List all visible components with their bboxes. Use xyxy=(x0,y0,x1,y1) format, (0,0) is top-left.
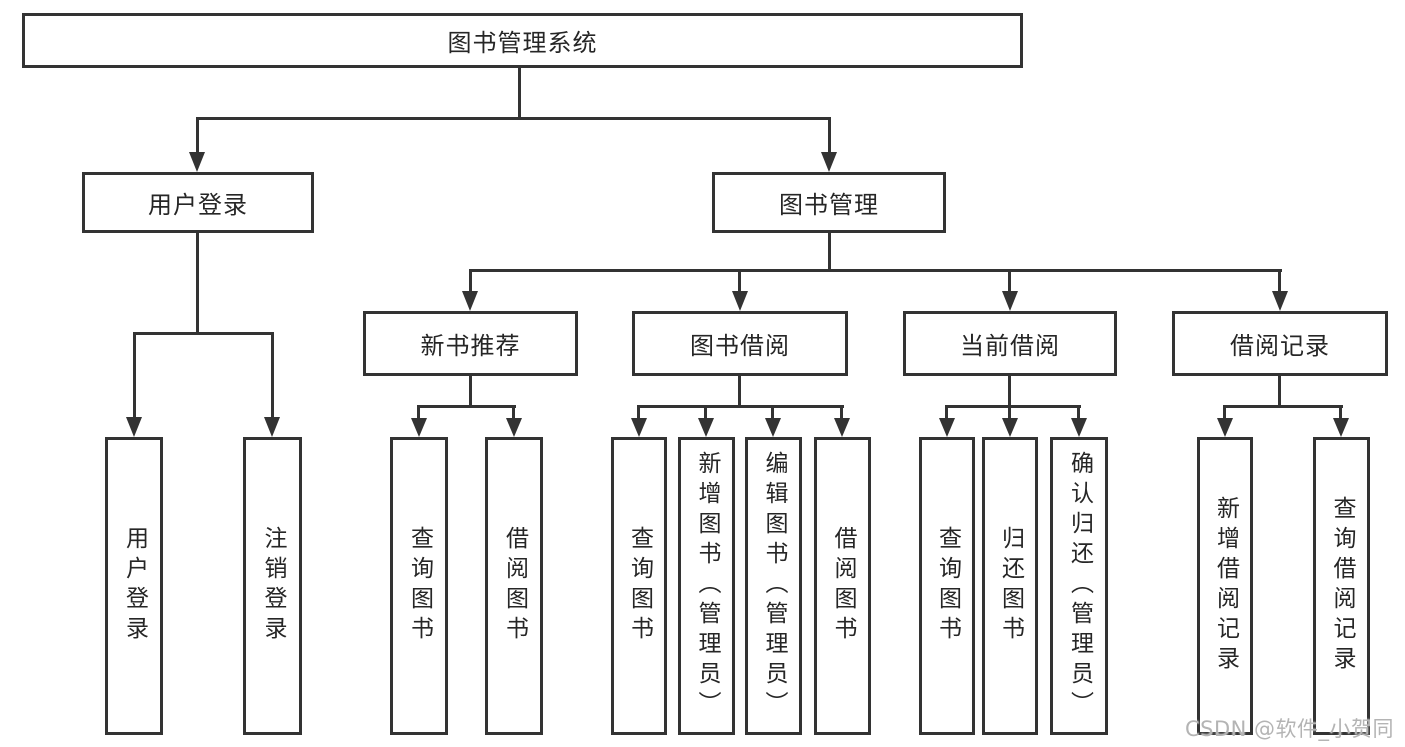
connector-borrowing-splitter xyxy=(637,405,844,408)
arrowhead-leaf xyxy=(765,418,781,437)
connector-leaf-drop xyxy=(840,405,843,420)
connector-leaf-drop xyxy=(512,405,515,420)
connector-current-stem xyxy=(1008,376,1011,407)
connector-logout-drop xyxy=(271,332,274,418)
connector-leaf-drop xyxy=(1223,405,1226,420)
connector-current-splitter xyxy=(945,405,1081,408)
node-newbook-query-book: 查询图书 xyxy=(390,437,448,735)
node-borrowing-query-book: 查询图书 xyxy=(611,437,667,735)
arrowhead-current xyxy=(1002,291,1018,311)
node-borrowing-add-book: 新增图书（管理员） xyxy=(678,437,735,735)
node-logout: 注销登录 xyxy=(243,437,302,735)
arrowhead-login xyxy=(126,417,142,437)
connector-leaf-drop xyxy=(704,405,707,420)
arrowhead-leaf xyxy=(834,418,850,437)
arrowhead-leaf xyxy=(1002,418,1018,437)
connector-user-login-splitter xyxy=(133,332,274,335)
node-current-query-book: 查询图书 xyxy=(919,437,975,735)
node-borrowing-borrow-book: 借阅图书 xyxy=(814,437,871,735)
connector-book-mgmt-stem xyxy=(828,233,831,271)
watermark-text: CSDN @软件_小贺同学 xyxy=(1185,717,1395,741)
node-current-borrowing: 当前借阅 xyxy=(903,311,1117,376)
arrowhead-leaf xyxy=(698,418,714,437)
node-records-query-record: 查询借阅记录 xyxy=(1313,437,1370,735)
connector-leaf-drop xyxy=(1339,405,1342,420)
connector-records-drop xyxy=(1278,269,1281,292)
node-user-login-leaf: 用户登录 xyxy=(105,437,163,735)
connector-new-book-splitter xyxy=(417,405,516,408)
node-newbook-borrow-book: 借阅图书 xyxy=(485,437,543,735)
connector-new-book-stem xyxy=(469,376,472,407)
connector-leaf-drop xyxy=(771,405,774,420)
arrowhead-leaf xyxy=(631,418,647,437)
connector-leaf-drop xyxy=(417,405,420,420)
connector-login-drop xyxy=(133,332,136,418)
connector-level2-splitter xyxy=(469,269,1282,272)
connector-records-splitter xyxy=(1223,405,1343,408)
connector-borrowing-drop xyxy=(738,269,741,292)
node-current-return-book: 归还图书 xyxy=(982,437,1038,735)
node-borrowing-edit-book: 编辑图书（管理员） xyxy=(745,437,802,735)
node-book-management: 图书管理 xyxy=(712,172,946,233)
arrowhead-leaf xyxy=(1071,418,1087,437)
connector-current-drop xyxy=(1008,269,1011,292)
node-book-borrowing: 图书借阅 xyxy=(632,311,848,376)
connector-level1-splitter xyxy=(196,117,831,120)
node-records-add-record: 新增借阅记录 xyxy=(1197,437,1253,735)
arrowhead-leaf xyxy=(1217,418,1233,437)
connector-leaf-drop xyxy=(1077,405,1080,420)
node-current-confirm-return: 确认归还（管理员） xyxy=(1050,437,1108,735)
arrowhead-borrowing xyxy=(732,291,748,311)
arrowhead-leaf xyxy=(1333,418,1349,437)
node-new-book-recommend: 新书推荐 xyxy=(363,311,578,376)
node-user-login: 用户登录 xyxy=(82,172,314,233)
arrowhead-book-mgmt xyxy=(821,152,837,172)
arrowhead-records xyxy=(1272,291,1288,311)
node-borrow-records: 借阅记录 xyxy=(1172,311,1388,376)
connector-leaf-drop xyxy=(637,405,640,420)
node-library-system: 图书管理系统 xyxy=(22,13,1023,68)
arrowhead-leaf xyxy=(506,418,522,437)
connector-records-stem xyxy=(1278,376,1281,407)
arrowhead-new-book xyxy=(462,291,478,311)
arrowhead-leaf xyxy=(411,418,427,437)
connector-new-book-drop xyxy=(469,269,472,292)
connector-borrowing-stem xyxy=(738,376,741,407)
connector-book-mgmt-drop xyxy=(828,117,831,153)
connector-leaf-drop xyxy=(1008,405,1011,420)
arrowhead-logout xyxy=(264,417,280,437)
connector-leaf-drop xyxy=(945,405,948,420)
arrowhead-user-login xyxy=(189,152,205,172)
arrowhead-leaf xyxy=(939,418,955,437)
connector-user-login-stem xyxy=(196,233,199,333)
connector-root-stem xyxy=(518,68,521,120)
connector-user-login-drop xyxy=(196,117,199,153)
